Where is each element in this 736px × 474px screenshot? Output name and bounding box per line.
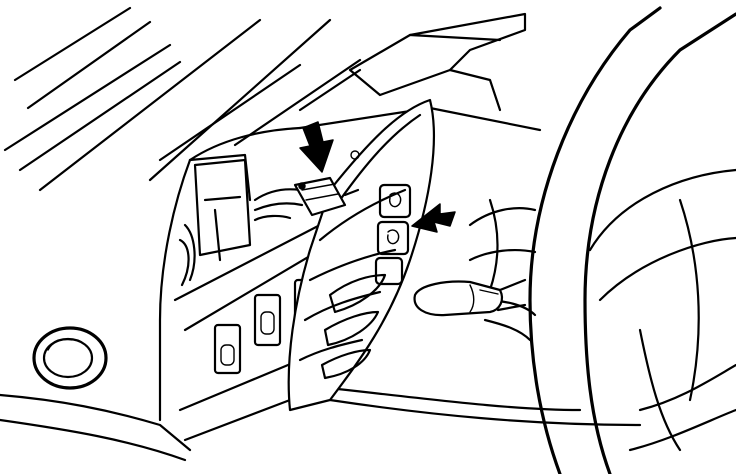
switch-cluster	[374, 183, 412, 286]
steering-wheel	[528, 6, 736, 474]
left-bracket	[178, 158, 252, 287]
windshield-lines	[3, 6, 362, 192]
arrow-left-icon	[411, 203, 456, 233]
panel-slots	[320, 273, 387, 380]
arrow-down-icon	[299, 121, 334, 173]
upper-trim-panel	[298, 12, 527, 112]
steering-column	[413, 198, 537, 342]
wire-harness	[253, 150, 360, 222]
round-knob	[32, 326, 108, 390]
